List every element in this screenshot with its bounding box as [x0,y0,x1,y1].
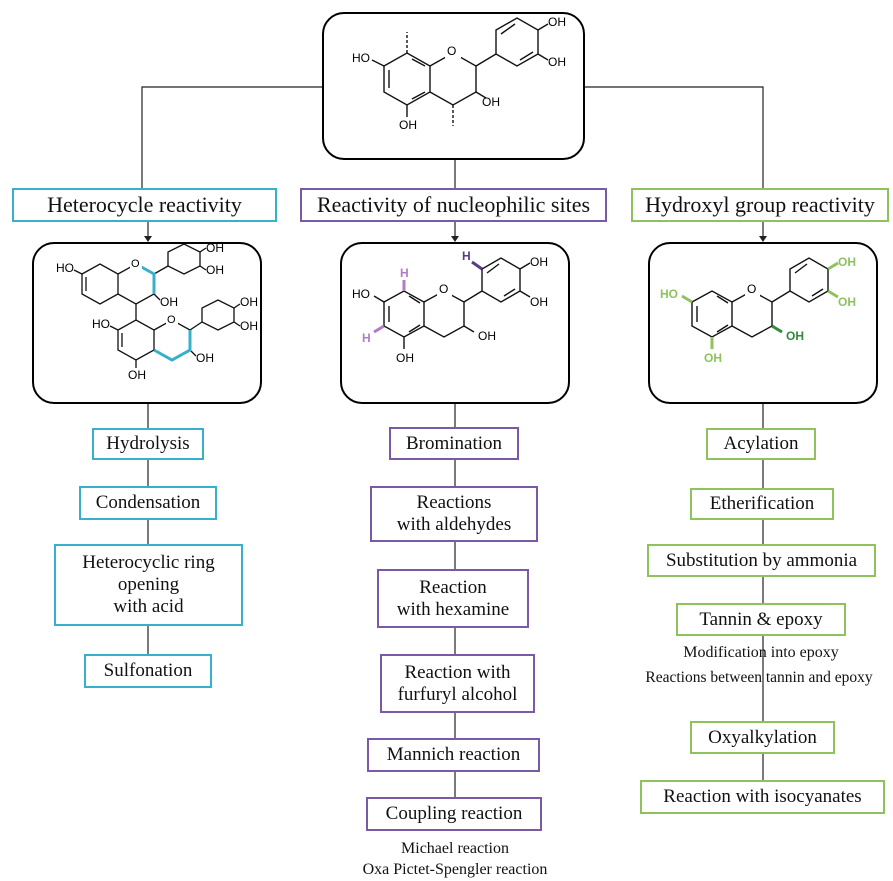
node-coupling: Coupling reaction [366,797,542,831]
mol-label: OH [240,319,258,333]
mol-label: OH [240,295,258,309]
node-furfuryl: Reaction with furfuryl alcohol [380,654,535,713]
mol-label: OH [482,95,500,109]
svg-text:O: O [747,282,756,296]
mol-label: HO [56,261,74,275]
mol-label: HO [352,51,370,65]
svg-text:O: O [439,282,448,296]
mol-label: OH [530,295,548,309]
node-tannin-epoxy: Tannin & epoxy [676,603,846,636]
header-heterocycle: Heterocycle reactivity [12,188,277,222]
note-oxa-pictet: Oxa Pictet-Spengler reaction [362,861,548,878]
note-modification-epoxy: Modification into epoxy [683,644,839,661]
node-condensation: Condensation [79,486,217,520]
hydroxyl-structure: O OH OH HO OH OH [660,255,856,365]
node-aldehydes: Reactions with aldehydes [370,486,538,542]
mol-label: OH [206,244,224,255]
node-ammonia: Substitution by ammonia [647,544,876,577]
mol-label: HO [92,317,110,331]
mol-label: H [400,266,409,280]
header-hydroxyl: Hydroxyl group reactivity [631,188,889,222]
mol-label: OH [478,329,496,343]
node-isocyanates: Reaction with isocyanates [640,780,885,814]
node-etherification: Etherification [690,488,834,520]
node-ring-opening: Heterocyclic ring opening with acid [54,544,243,626]
header-nucleophilic: Reactivity of nucleophilic sites [300,188,607,222]
mol-label: OH [160,295,178,309]
heterocycle-molecule-box: O O OH OH HO OH OH OH HO OH OH [32,241,262,404]
hydroxyl-molecule-box: O OH OH HO OH OH [648,242,878,404]
mol-label: OH [399,118,417,132]
node-bromination: Bromination [389,427,519,460]
svg-text:O: O [447,44,456,58]
mol-label: OH [530,255,548,269]
mol-label: HO [660,287,678,301]
mol-label: OH [548,15,566,29]
mol-label: OH [128,368,146,382]
svg-text:O: O [131,258,140,270]
node-acylation: Acylation [706,428,816,460]
svg-text:O: O [167,314,176,326]
mol-label: OH [704,351,722,365]
root-molecule-box: O OH OH HO OH OH [322,12,585,160]
mol-label: OH [838,295,856,309]
mol-label: OH [786,329,804,343]
mol-label: OH [396,351,414,365]
node-oxyalkylation: Oxyalkylation [690,721,835,754]
node-mannich: Mannich reaction [367,738,540,772]
nucleophilic-structure: O H H H OH OH HO OH OH [352,249,548,365]
mol-label: H [362,331,371,345]
catechin-structure: O OH OH HO OH OH [352,15,566,132]
node-hydrolysis: Hydrolysis [92,428,204,460]
mol-label: HO [352,287,370,301]
note-tannin-epoxy-reactions: Reactions between tannin and epoxy [645,669,873,686]
note-michael: Michael reaction [401,840,509,857]
mol-label: H [462,249,471,263]
node-sulfonation: Sulfonation [84,654,212,688]
node-hexamine: Reaction with hexamine [377,569,529,628]
mol-label: OH [196,351,214,365]
mol-label: OH [838,255,856,269]
mol-label: OH [206,263,224,277]
nucleophilic-molecule-box: O H H H OH OH HO OH OH [340,242,570,404]
procyanidin-structure: O O OH OH HO OH OH OH HO OH OH [56,241,258,382]
mol-label: OH [548,55,566,69]
